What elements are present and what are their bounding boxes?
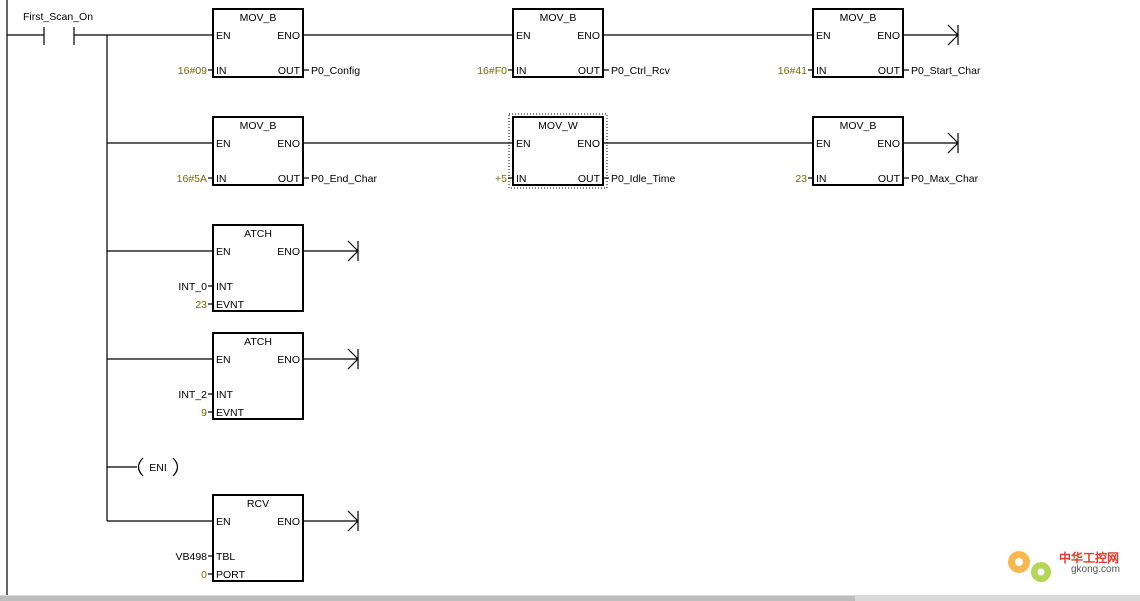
operand-in[interactable]: +5: [495, 173, 507, 185]
pin-eno: ENO: [277, 30, 300, 42]
block-title: MOV_B: [240, 12, 277, 24]
operand-evnt[interactable]: 9: [201, 407, 207, 419]
operand-out[interactable]: P0_Idle_Time: [611, 173, 676, 185]
mov-block-4[interactable]: MOV_B EN ENO IN OUT: [212, 116, 304, 186]
first-scan-contact[interactable]: First_Scan_On: [7, 11, 107, 45]
operand-out[interactable]: P0_Max_Char: [911, 173, 979, 185]
operand-in[interactable]: 16#5A: [177, 173, 207, 185]
operand-out[interactable]: P0_Ctrl_Rcv: [611, 65, 671, 77]
operand-evnt[interactable]: 23: [195, 299, 207, 311]
pin-eno: ENO: [877, 30, 900, 42]
block-title: MOV_B: [840, 12, 877, 24]
pin-in: IN: [816, 173, 827, 185]
watermark-cn: 中华工控网: [1059, 551, 1120, 565]
pin-out: OUT: [578, 65, 601, 77]
pin-eno: ENO: [277, 246, 300, 258]
pin-en: EN: [816, 138, 831, 150]
pin-int: INT: [216, 389, 234, 401]
output-arrow-icon: [303, 510, 359, 532]
pin-in: IN: [516, 173, 527, 185]
coil-label: ENI: [149, 462, 167, 474]
pin-out: OUT: [878, 65, 901, 77]
pin-evnt: EVNT: [216, 407, 245, 419]
output-arrow-icon: [303, 348, 359, 370]
pin-en: EN: [216, 246, 231, 258]
pin-in: IN: [516, 65, 527, 77]
block-title: MOV_B: [540, 12, 577, 24]
operand-in[interactable]: 16#41: [778, 65, 807, 77]
gkong-logo: 中华工控网 gkong.com: [1003, 542, 1135, 588]
operand-in[interactable]: 16#09: [178, 65, 207, 77]
pin-tbl: TBL: [216, 551, 235, 563]
pin-out: OUT: [278, 65, 301, 77]
gear-icon: [1008, 551, 1051, 582]
pin-en: EN: [216, 30, 231, 42]
pin-en: EN: [516, 138, 531, 150]
mov-block-1[interactable]: MOV_B EN ENO IN OUT: [212, 8, 304, 78]
rcv-block[interactable]: RCV EN ENO TBL PORT: [212, 494, 304, 582]
pin-eno: ENO: [277, 354, 300, 366]
pin-out: OUT: [578, 173, 601, 185]
mov-block-6[interactable]: MOV_B EN ENO IN OUT: [812, 116, 904, 186]
operand-int[interactable]: INT_0: [178, 281, 207, 293]
pin-in: IN: [216, 65, 227, 77]
operand-in[interactable]: 16#F0: [477, 65, 507, 77]
block-title: ATCH: [244, 228, 272, 240]
pin-eno: ENO: [577, 30, 600, 42]
block-title: ATCH: [244, 336, 272, 348]
pin-out: OUT: [278, 173, 301, 185]
pin-evnt: EVNT: [216, 299, 245, 311]
operand-int[interactable]: INT_2: [178, 389, 207, 401]
atch-block-1[interactable]: ATCH EN ENO INT EVNT: [212, 224, 304, 312]
operand-in[interactable]: 23: [795, 173, 807, 185]
block-title: MOV_W: [538, 120, 578, 132]
pin-en: EN: [216, 138, 231, 150]
output-arrow-icon: [903, 132, 959, 154]
atch-block-2[interactable]: ATCH EN ENO INT EVNT: [212, 332, 304, 420]
output-arrow-icon: [303, 240, 359, 262]
mov-block-3[interactable]: MOV_B EN ENO IN OUT: [812, 8, 904, 78]
mov-block-2[interactable]: MOV_B EN ENO IN OUT: [512, 8, 604, 78]
eni-coil[interactable]: ENI: [137, 457, 179, 477]
pin-en: EN: [816, 30, 831, 42]
mov-block-5[interactable]: MOV_W EN ENO IN OUT: [508, 113, 608, 189]
pin-en: EN: [216, 516, 231, 528]
operand-out[interactable]: P0_Config: [311, 65, 360, 77]
pin-out: OUT: [878, 173, 901, 185]
pin-port: PORT: [216, 569, 246, 581]
pin-eno: ENO: [577, 138, 600, 150]
block-title: RCV: [247, 498, 269, 510]
pin-en: EN: [516, 30, 531, 42]
contact-label: First_Scan_On: [23, 11, 93, 23]
block-title: MOV_B: [240, 120, 277, 132]
operand-port[interactable]: 0: [201, 569, 207, 581]
pin-eno: ENO: [277, 138, 300, 150]
scrollbar-thumb[interactable]: [0, 596, 855, 601]
pin-in: IN: [216, 173, 227, 185]
operand-tbl[interactable]: VB498: [175, 551, 207, 563]
pin-eno: ENO: [877, 138, 900, 150]
pin-int: INT: [216, 281, 234, 293]
block-title: MOV_B: [840, 120, 877, 132]
pin-eno: ENO: [277, 516, 300, 528]
pin-en: EN: [216, 354, 231, 366]
output-arrow-icon: [903, 24, 959, 46]
selection-outline: [508, 113, 608, 189]
pin-in: IN: [816, 65, 827, 77]
operand-out[interactable]: P0_Start_Char: [911, 65, 981, 77]
watermark-site: gkong.com: [1071, 564, 1120, 575]
operand-out[interactable]: P0_End_Char: [311, 173, 377, 185]
